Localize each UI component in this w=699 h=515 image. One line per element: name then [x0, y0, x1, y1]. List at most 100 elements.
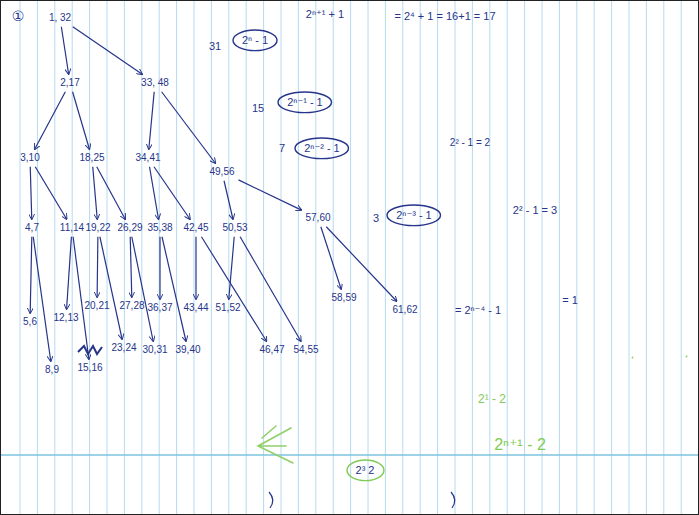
arrow-line: [35, 167, 66, 220]
ruled-line: [246, 0, 247, 515]
node-text: 11,14: [60, 222, 84, 234]
arrow-line: [30, 167, 32, 220]
ruled-line: [281, 0, 282, 515]
circled-formula: 2ⁿ - 1: [232, 29, 278, 52]
node-text: 46,47: [259, 344, 284, 356]
horizontal-rule: [0, 454, 699, 456]
node-text: 42,45: [183, 222, 208, 234]
arrow-line: [67, 237, 72, 310]
ink-circle: [295, 138, 349, 159]
node-text: 2ⁿ - 1: [242, 34, 268, 47]
ruled-line: [54, 0, 55, 515]
crossed-out-scribble: [78, 346, 102, 354]
node-text: 35,38: [147, 222, 172, 234]
interval-node: 33, 48: [139, 76, 171, 90]
ruled-line: [333, 0, 334, 515]
ruled-line: [194, 0, 195, 515]
interval-node: 35,38: [145, 221, 174, 235]
arrow-line: [162, 237, 186, 342]
arrow-line: [73, 237, 89, 360]
ruled-line: [646, 0, 647, 515]
arrow-line: [73, 92, 90, 150]
node-text: 50,53: [222, 222, 247, 234]
note-text: 7: [279, 142, 285, 155]
interval-node: 58,59: [329, 291, 358, 305]
interval-node: 8,9: [43, 363, 61, 377]
ink-dots: [632, 356, 687, 358]
node-text: 39,40: [175, 344, 200, 356]
interval-node: 5,6: [21, 315, 39, 329]
note-text: = 2ⁿ⁻⁴ - 1: [455, 304, 501, 317]
parenthesis-mark: [451, 492, 455, 508]
arrow-line: [30, 237, 32, 314]
node-text: 3,10: [20, 152, 39, 164]
arrow-line: [162, 92, 216, 164]
arrow-line: [33, 237, 51, 362]
node-text: 33, 48: [141, 77, 169, 89]
interval-node: 18,25: [77, 151, 106, 165]
arrow-line: [97, 237, 99, 298]
ruled-line: [559, 0, 560, 515]
ruled-line: [368, 0, 369, 515]
node-text: 51,52: [215, 302, 240, 314]
ink-circle: [233, 30, 277, 51]
circled-formula: 2ⁿ⁻¹ - 1: [277, 91, 333, 114]
arrow-line: [35, 92, 66, 150]
ruled-line: [107, 0, 108, 515]
ruled-line: [124, 0, 125, 515]
arrow-line: [97, 167, 126, 220]
ink-circle: [278, 92, 332, 113]
ruled-line: [629, 0, 630, 515]
interval-node: 43,44: [181, 301, 210, 315]
arrow-line: [154, 167, 190, 220]
ruled-line: [402, 0, 403, 515]
parenthesis-mark: [269, 492, 273, 508]
node-text: 12,13: [53, 312, 78, 324]
arrow-line: [326, 227, 396, 302]
node-text: 30,31: [142, 344, 167, 356]
node-text: 27,28: [119, 300, 144, 312]
node-text: 61,62: [392, 304, 417, 316]
interval-node: 11,14: [58, 221, 86, 235]
note-text: 2² - 1 = 3: [513, 204, 557, 217]
note-text: 15: [252, 102, 264, 115]
interval-node: 34,41: [133, 151, 162, 165]
interval-node: 2,17: [58, 76, 81, 90]
interval-node: 54,55: [291, 343, 320, 357]
note-text: 2ⁿ⁺¹ - 2: [494, 436, 546, 454]
arrow-line: [130, 237, 132, 298]
node-text: 2,17: [60, 77, 79, 89]
interval-node: 61,62: [390, 303, 419, 317]
node-text: 2ⁿ⁻² - 1: [304, 142, 340, 155]
node-text: 36,37: [147, 302, 172, 314]
node-text: 26,29: [117, 222, 142, 234]
node-text: 4,7: [25, 222, 39, 234]
node-text: 54,55: [293, 344, 318, 356]
node-text: 15,16: [77, 362, 102, 374]
circled-formula: 2ⁿ⁻² - 1: [294, 137, 350, 160]
note-text: 31: [209, 40, 221, 53]
interval-node: 30,31: [140, 343, 169, 357]
arrow-line: [321, 227, 341, 290]
interval-node: 3,10: [18, 151, 41, 165]
note-text: = 2⁴ + 1 = 16+1 = 17: [394, 10, 495, 23]
note-text: 2² - 1 = 2: [450, 137, 490, 149]
ruled-line: [211, 0, 212, 515]
interval-node: 27,28: [117, 299, 146, 313]
ruled-line: [228, 0, 229, 515]
ruled-line: [420, 0, 421, 515]
ruled-line: [298, 0, 299, 515]
interval-node: 49,56: [207, 165, 236, 179]
interval-node: 26,29: [115, 221, 144, 235]
ruled-line: [594, 0, 595, 515]
ruled-line: [681, 0, 682, 515]
node-text: 49,56: [209, 166, 234, 178]
arrow-line: [240, 237, 301, 342]
arrow-line: [239, 180, 302, 210]
interval-node: 42,45: [181, 221, 210, 235]
interval-node: 15,16: [75, 361, 104, 375]
node-text: 58,59: [331, 292, 356, 304]
ruled-line: [176, 0, 177, 515]
arrow-line: [229, 237, 234, 300]
